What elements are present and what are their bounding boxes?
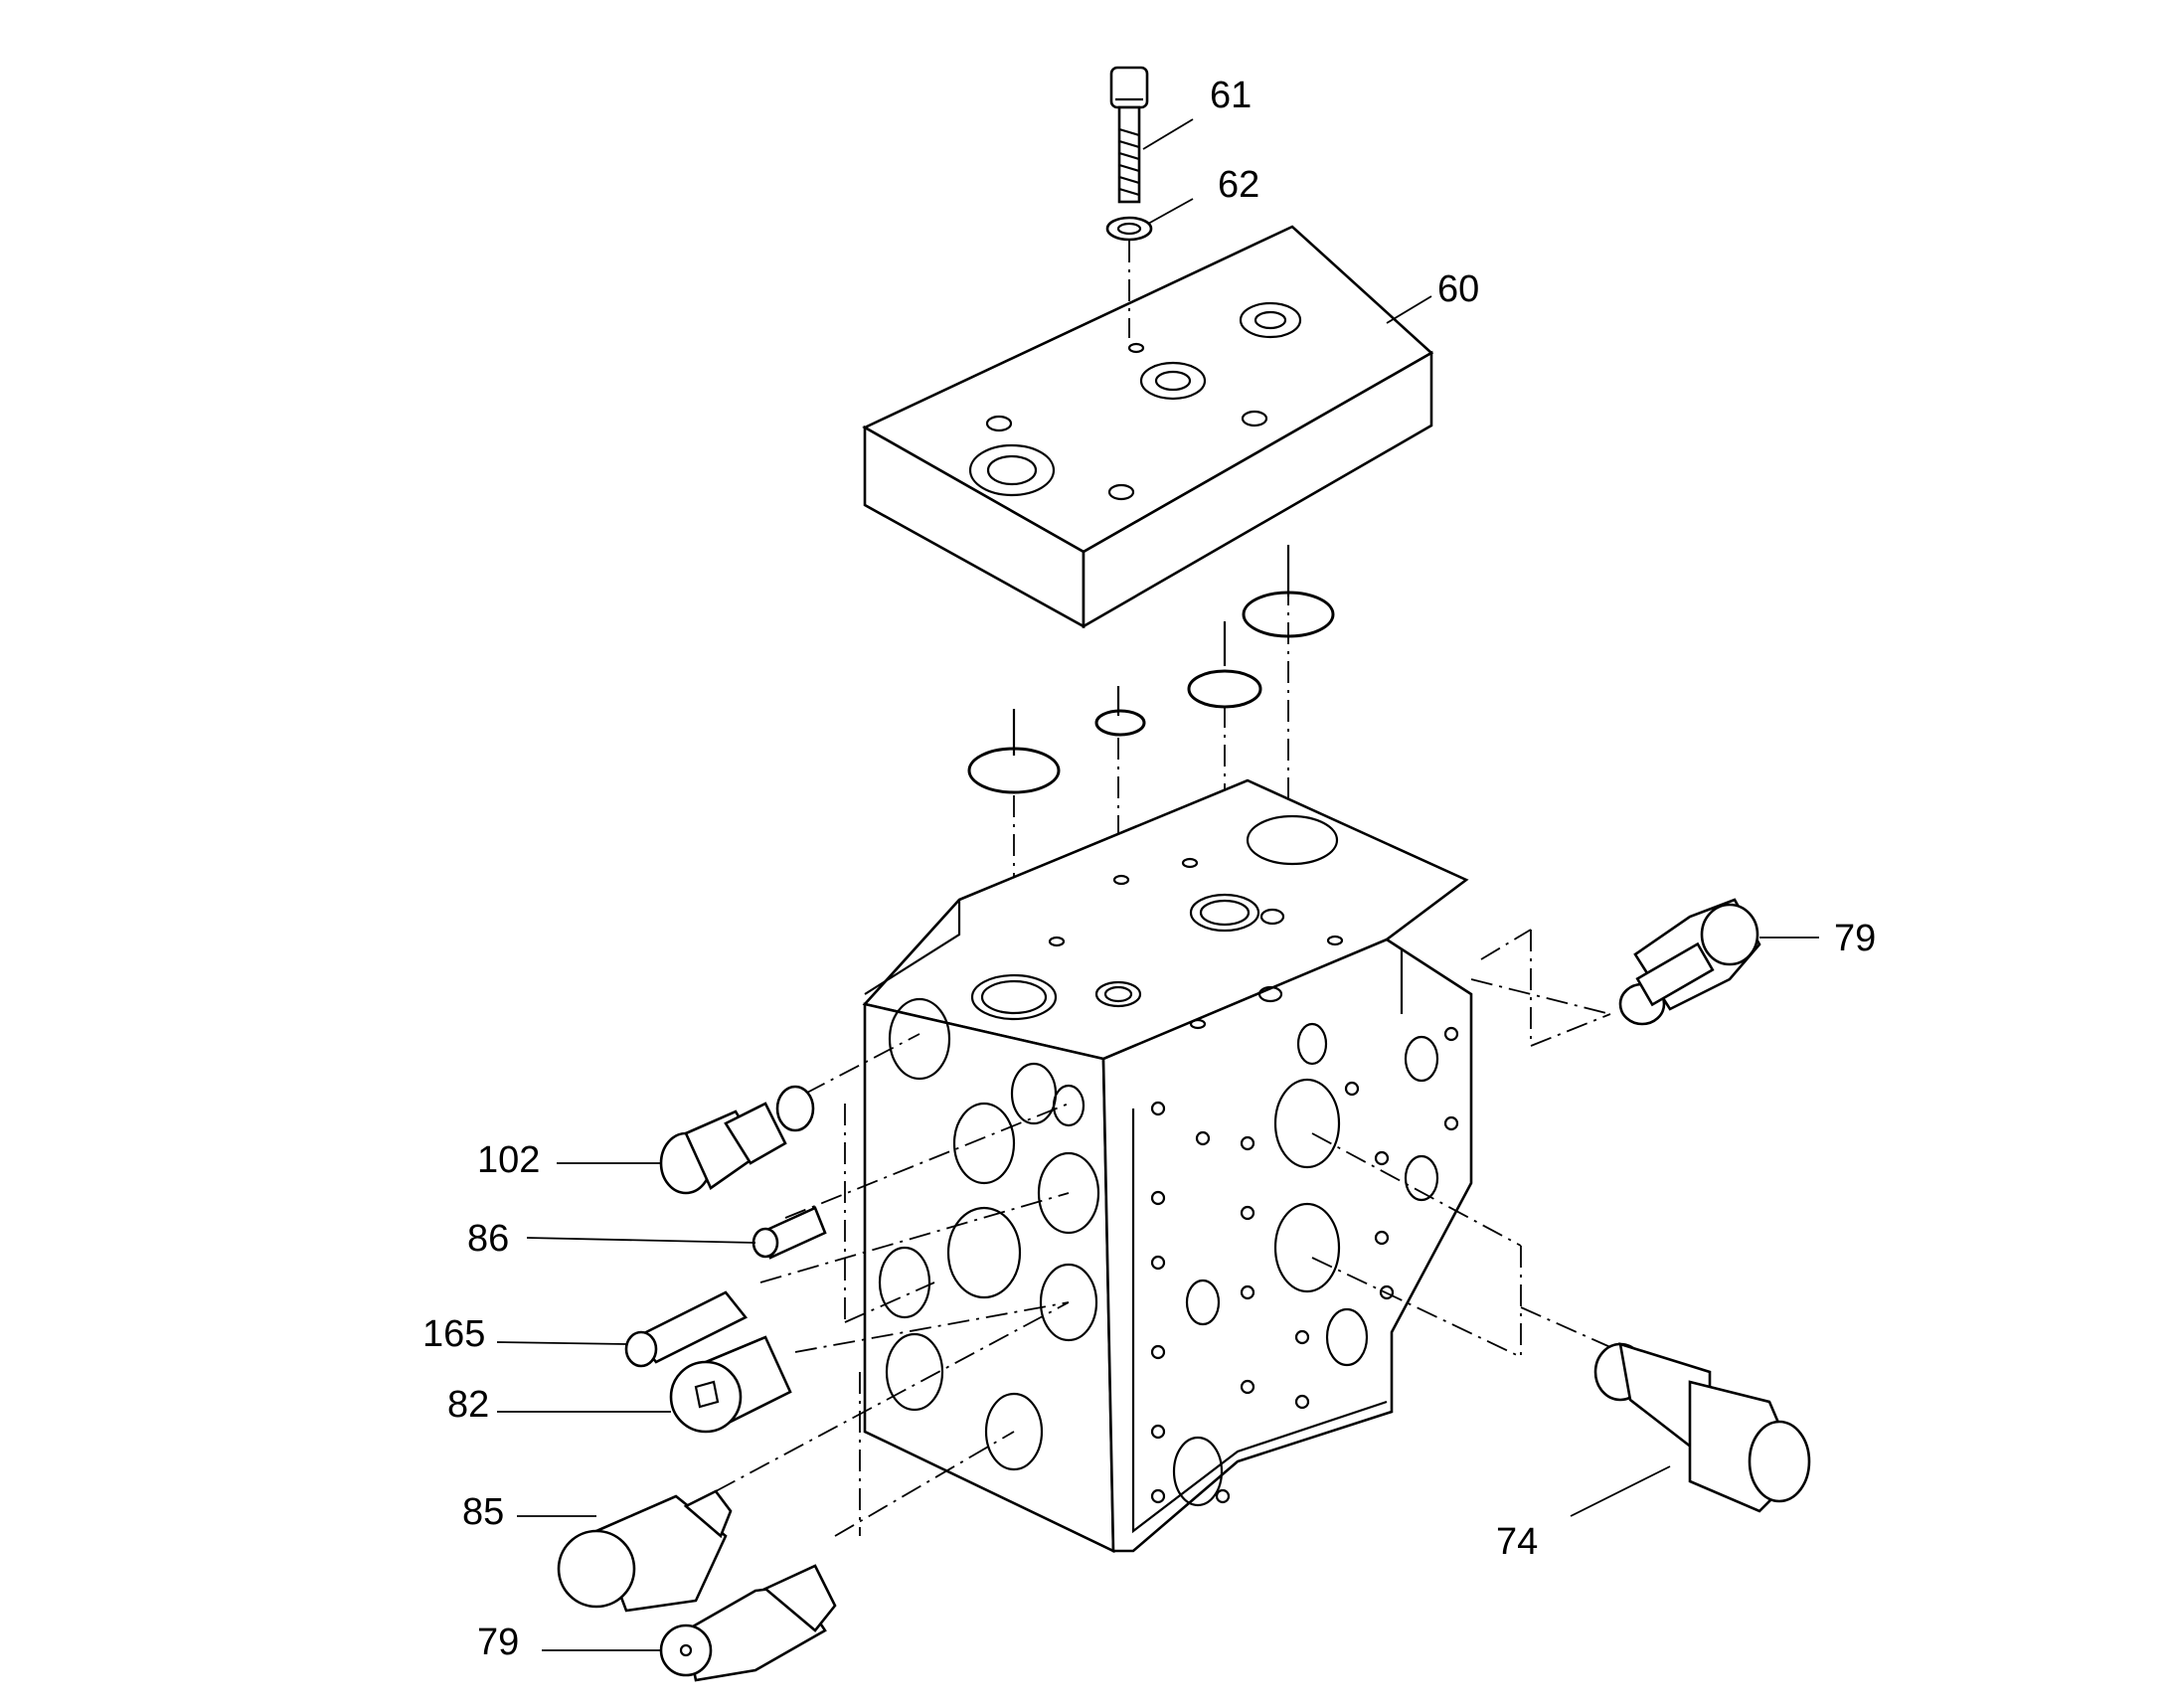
valve-cartridge-79-bottom xyxy=(659,1564,837,1682)
plug-82 xyxy=(669,1335,792,1434)
cover-plate-60 xyxy=(862,225,1434,629)
leader-lines xyxy=(496,118,1819,1651)
label-62: 62 xyxy=(1218,164,1260,206)
relief-valve-74 xyxy=(1593,1342,1811,1513)
label-61: 61 xyxy=(1210,75,1253,116)
right-assembly-axes xyxy=(1311,929,1611,1358)
label-82: 82 xyxy=(447,1384,490,1426)
fitting-165 xyxy=(624,1290,749,1368)
valve-cartridge-79-right xyxy=(1618,898,1761,1026)
washer-62 xyxy=(1105,216,1153,242)
label-102: 102 xyxy=(477,1139,541,1181)
label-165: 165 xyxy=(422,1313,486,1355)
label-85: 85 xyxy=(462,1491,505,1533)
o-rings xyxy=(967,591,1335,794)
label-60: 60 xyxy=(1437,268,1480,310)
label-86: 86 xyxy=(467,1218,510,1260)
valve-85 xyxy=(557,1489,733,1613)
left-assembly-axes xyxy=(715,1033,1070,1537)
label-79-right: 79 xyxy=(1834,918,1877,959)
label-74: 74 xyxy=(1496,1521,1539,1563)
valve-block xyxy=(862,778,1473,1554)
label-79-bottom: 79 xyxy=(477,1622,520,1663)
plug-102 xyxy=(659,1085,815,1195)
cap-screw-61 xyxy=(1109,66,1149,204)
